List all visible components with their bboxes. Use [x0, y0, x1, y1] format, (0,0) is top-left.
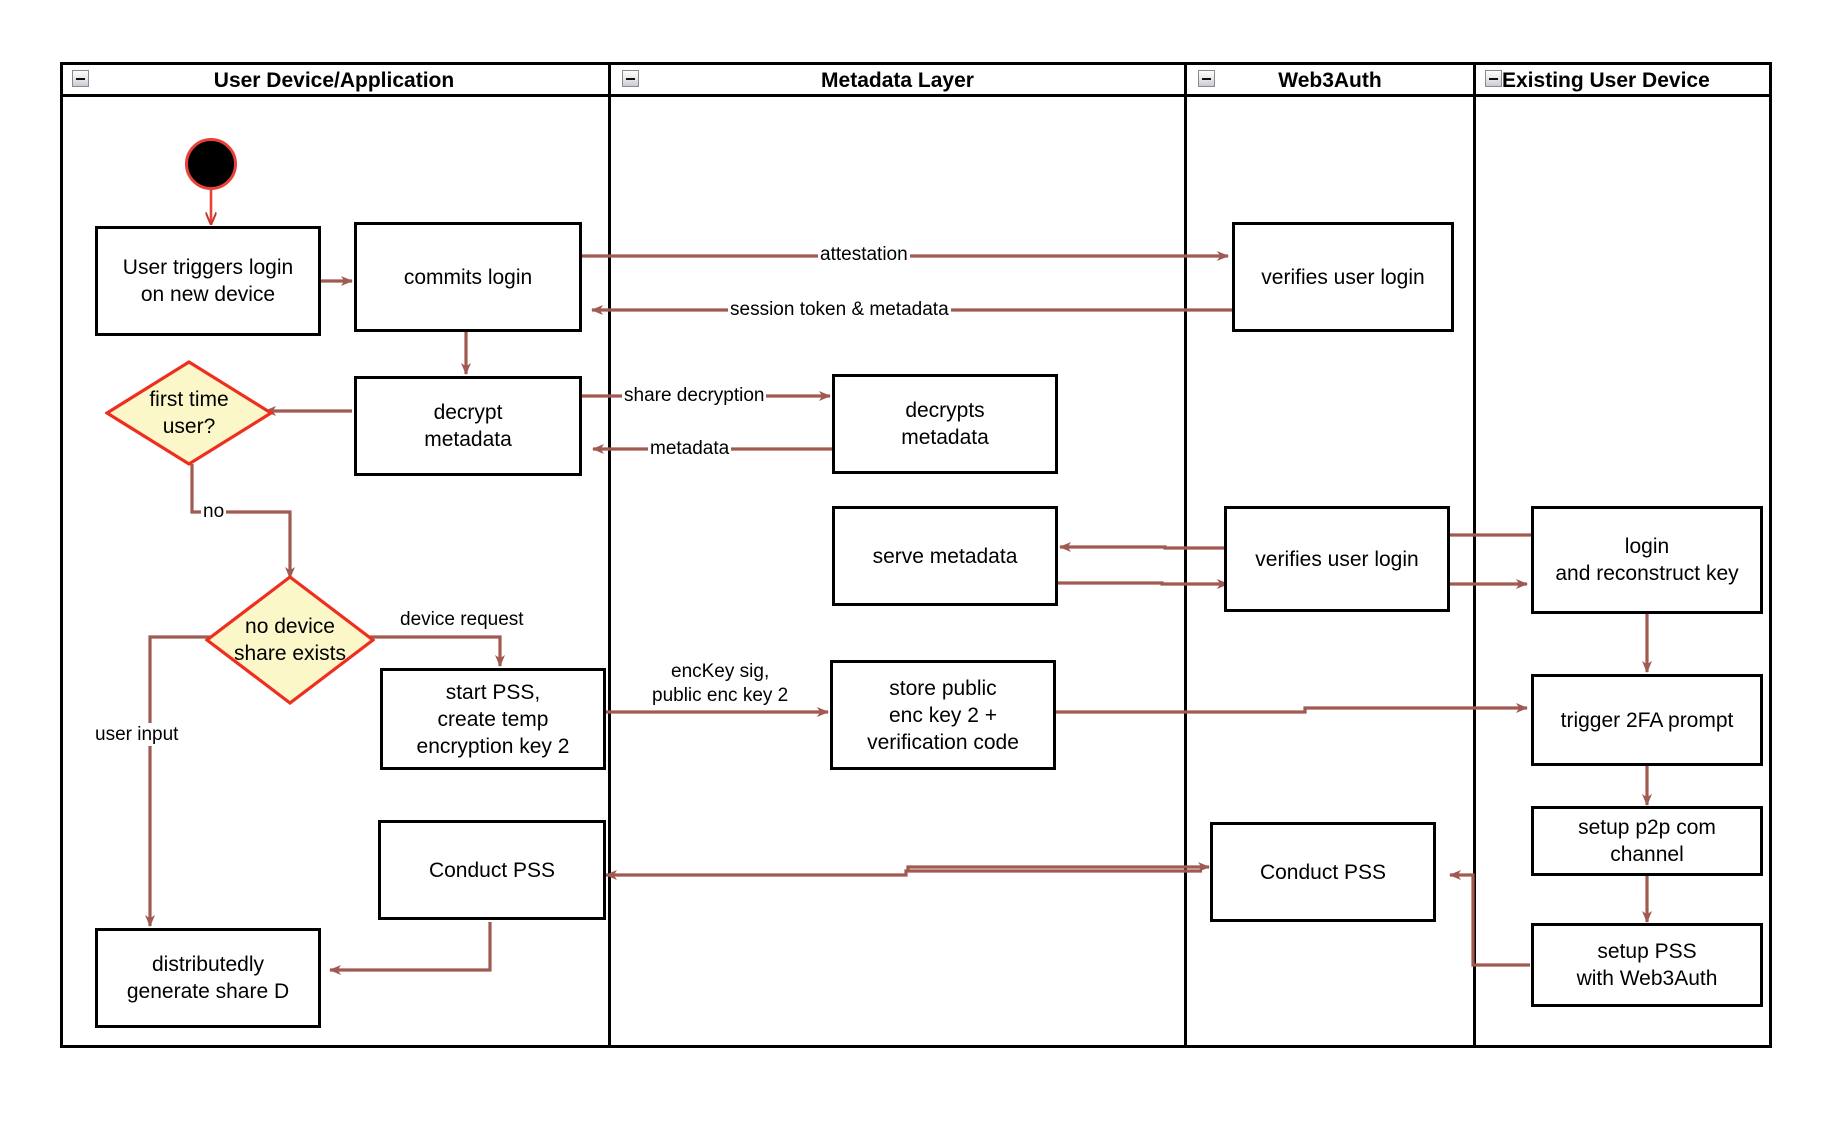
minus-box-icon-lane-user-device[interactable] [72, 70, 89, 87]
node-label: Conduct PSS [1259, 860, 1387, 884]
node-verifies-user-login-mid[interactable]: verifies user login [1224, 506, 1450, 612]
node-decrypt-metadata[interactable]: decrypt metadata [354, 376, 582, 476]
node-label: verifies user login [1261, 265, 1425, 289]
node-user-triggers-login[interactable]: User triggers login on new device [95, 226, 321, 336]
node-store-public-enc-key[interactable]: store public enc key 2 + verification co… [830, 660, 1056, 770]
lane-title-existing-device: Existing User Device [1502, 69, 1710, 92]
edge-label-share-decryption: share decryption [622, 384, 767, 407]
lane-title-metadata: Metadata Layer [821, 69, 974, 92]
node-label: login and reconstruct key [1555, 535, 1739, 585]
edge-label-user-input: user input [93, 723, 181, 746]
node-conduct-pss-user-device[interactable]: Conduct PSS [378, 820, 606, 920]
node-conduct-pss-web3auth[interactable]: Conduct PSS [1210, 822, 1436, 922]
lane-divider-3 [1473, 62, 1476, 1048]
node-label: store public enc key 2 + verification co… [867, 676, 1019, 754]
edge-label-attestation: attestation [818, 243, 910, 266]
node-label: distributedly generate share D [126, 953, 290, 1003]
lane-divider-1 [608, 62, 611, 1048]
node-label: start PSS, create temp encryption key 2 [416, 680, 570, 758]
node-login-and-reconstruct-key[interactable]: login and reconstruct key [1531, 506, 1763, 614]
node-label: verifies user login [1255, 547, 1419, 571]
start-node [185, 138, 237, 190]
node-label: User triggers login on new device [122, 256, 294, 306]
node-label: first time user? [149, 388, 229, 438]
minus-box-icon-lane-metadata[interactable] [622, 70, 639, 87]
lane-title-web3auth: Web3Auth [1278, 69, 1382, 92]
edge-label-session-token-metadata: session token & metadata [728, 298, 951, 321]
minus-box-icon-lane-web3auth[interactable] [1198, 70, 1215, 87]
node-first-time-user[interactable]: first time user? [105, 360, 273, 466]
node-label: commits login [403, 265, 533, 289]
node-label: decrypts metadata [901, 399, 989, 449]
edge-label-metadata: metadata [648, 437, 732, 460]
diamond-shape [205, 575, 375, 705]
node-verifies-user-login-top[interactable]: verifies user login [1232, 222, 1454, 332]
node-label: serve metadata [872, 544, 1018, 568]
node-label: setup p2p com channel [1578, 816, 1716, 866]
node-distributedly-generate-share-d[interactable]: distributedly generate share D [95, 928, 321, 1028]
edge-label-device-request: device request [398, 608, 526, 631]
node-label: setup PSS with Web3Auth [1576, 940, 1718, 990]
node-label: decrypt metadata [424, 401, 512, 451]
node-label: trigger 2FA prompt [1560, 708, 1734, 732]
node-decrypts-metadata[interactable]: decrypts metadata [832, 374, 1058, 474]
diamond-shape [105, 360, 273, 466]
lane-title-user-device: User Device/Application [213, 69, 455, 92]
node-trigger-2fa-prompt[interactable]: trigger 2FA prompt [1531, 674, 1763, 766]
node-setup-pss-with-web3auth[interactable]: setup PSS with Web3Auth [1531, 923, 1763, 1007]
node-label: Conduct PSS [428, 858, 556, 882]
lane-divider-2 [1184, 62, 1187, 1048]
node-start-pss[interactable]: start PSS, create temp encryption key 2 [380, 668, 606, 770]
node-setup-p2p-com-channel[interactable]: setup p2p com channel [1531, 806, 1763, 876]
swimlane-header-rule [60, 94, 1772, 97]
node-commits-login[interactable]: commits login [354, 222, 582, 332]
minus-box-icon-lane-existing-device[interactable] [1485, 70, 1502, 87]
node-no-device-share-exists[interactable]: no device share exists [205, 575, 375, 705]
edge-label-no: no [201, 500, 227, 523]
node-serve-metadata[interactable]: serve metadata [832, 506, 1058, 606]
node-label: no device share exists [233, 615, 347, 665]
edge-label-enckey-sig: encKey sig, public enc key 2 [650, 660, 791, 708]
